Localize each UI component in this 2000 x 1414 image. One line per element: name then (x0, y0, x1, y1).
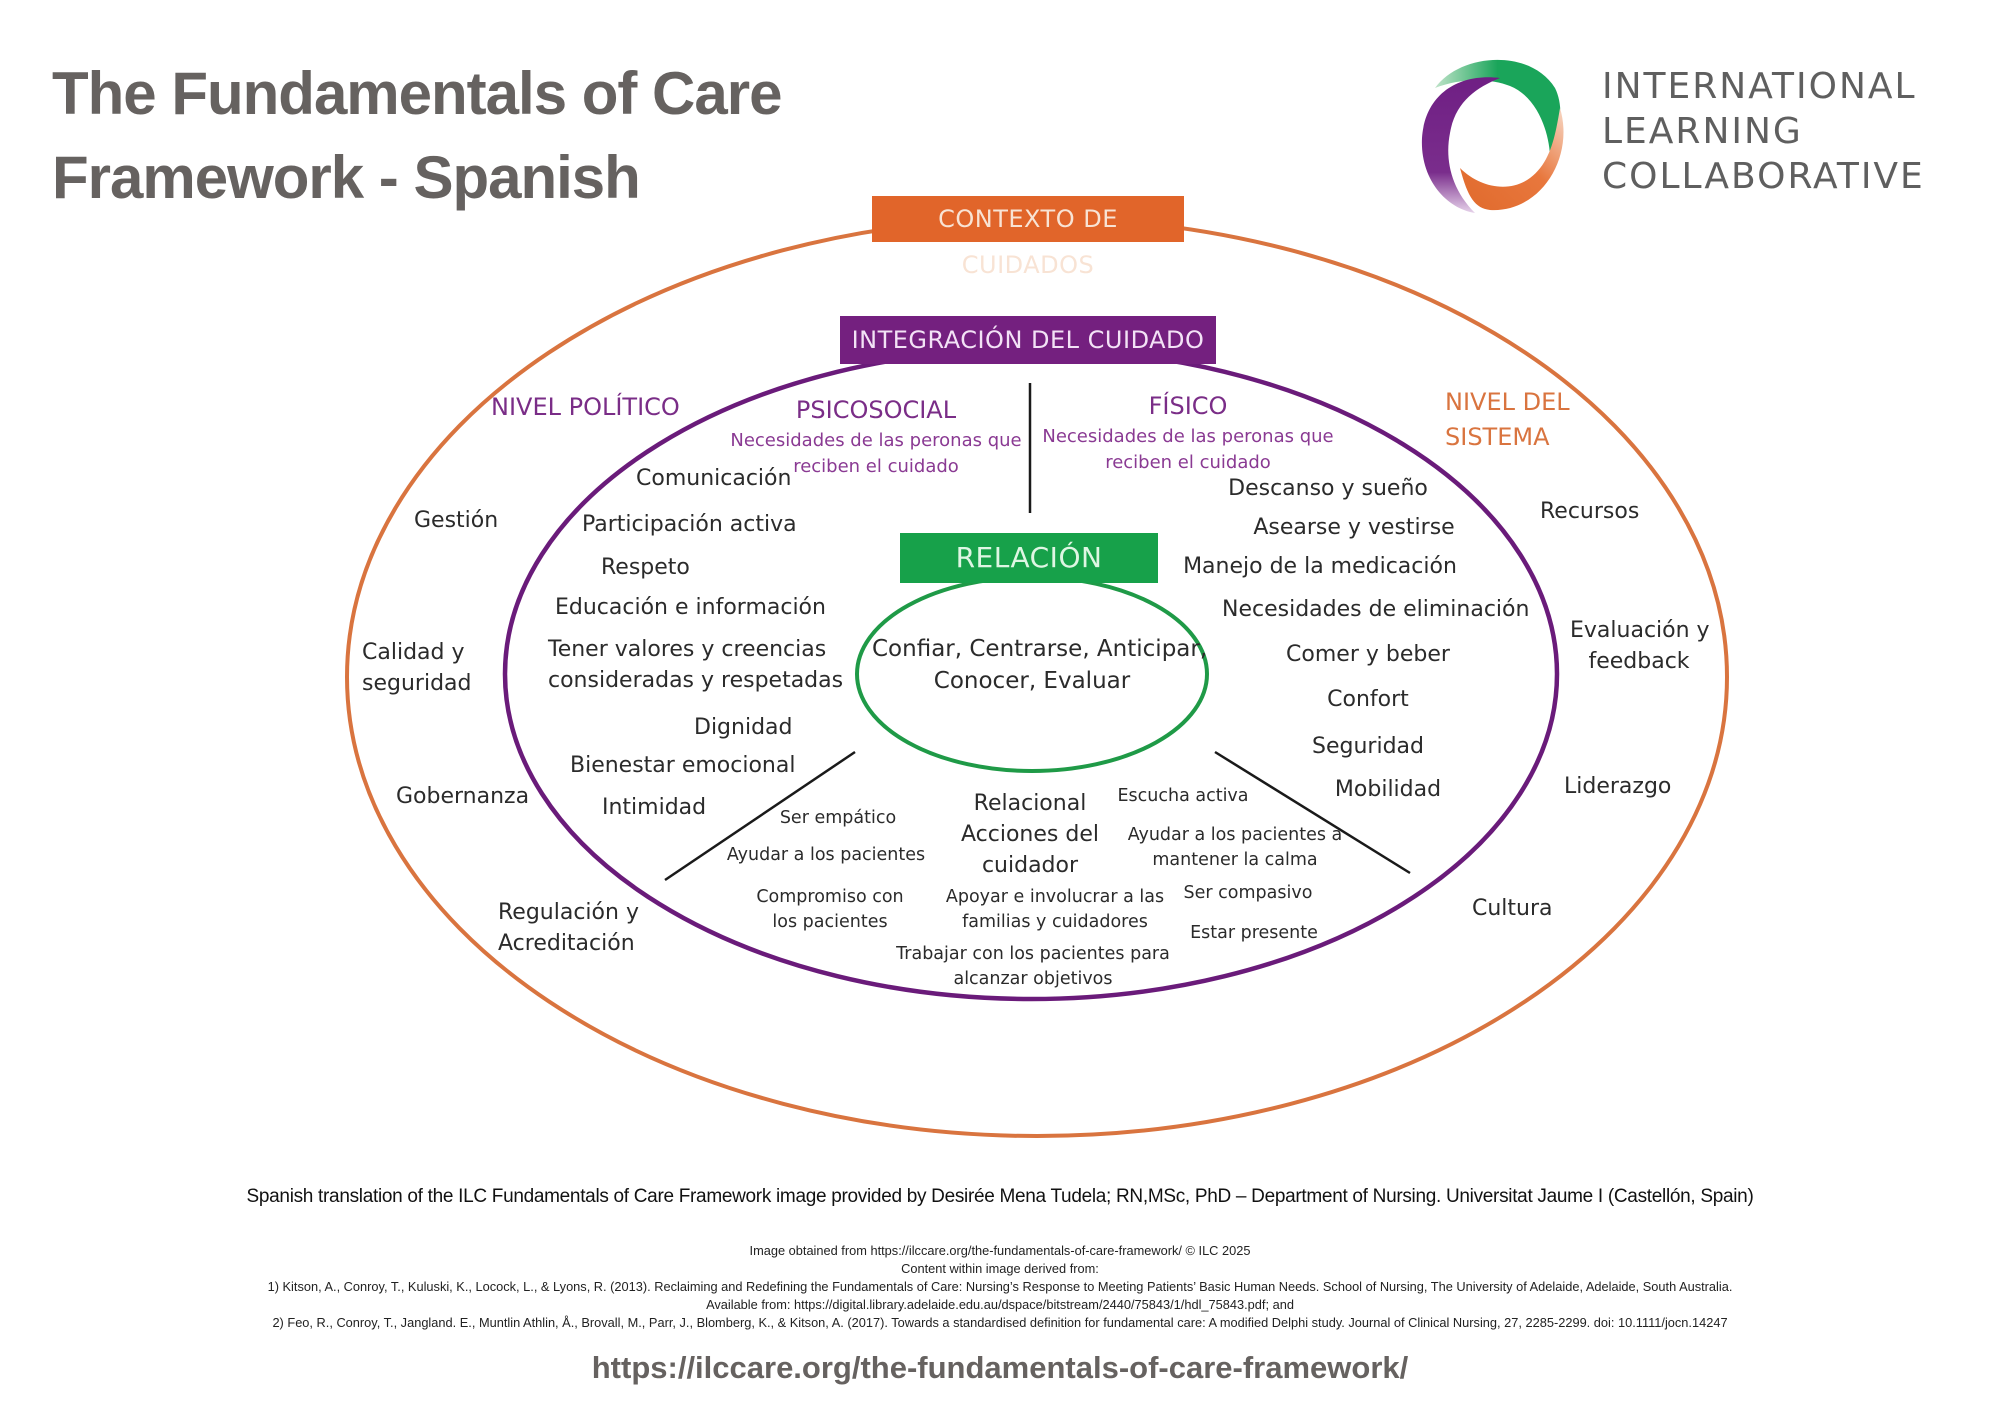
system-level-line-1: NIVEL DEL (1445, 388, 1570, 416)
system-item-line: feedback (1588, 649, 1690, 674)
policy-level-label: NIVEL POLÍTICO (491, 393, 680, 421)
ilc-ring-logo-icon (1421, 59, 1564, 213)
relational-item: Apoyar e involucrar a las familias y cui… (935, 885, 1175, 935)
relational-item-line: los pacientes (772, 912, 888, 932)
reference-line: Available from: https://digital.library.… (706, 1297, 1294, 1312)
psychosocial-subtitle-line: reciben el cuidado (793, 456, 959, 477)
relationship-label: RELACIÓN (900, 533, 1158, 583)
policy-item: Calidad y seguridad (362, 637, 471, 699)
system-item: Recursos (1540, 499, 1640, 524)
physical-subtitle-line: Necesidades de las peronas que (1042, 426, 1334, 447)
relational-item-line: Ayudar a los pacientes a (1127, 825, 1343, 845)
physical-item: Necesidades de eliminación (1222, 597, 1530, 622)
policy-item: Regulación y Acreditación (498, 897, 639, 959)
psychosocial-item: Comunicación (636, 466, 792, 491)
psychosocial-item: Bienestar emocional (570, 753, 796, 778)
physical-item: Seguridad (1312, 734, 1424, 759)
system-item: Evaluación y feedback (1570, 615, 1710, 677)
page-title: The Fundamentals of Care Framework - Spa… (52, 52, 782, 220)
divider-psychosocial-relational (664, 750, 856, 882)
policy-item-line: Regulación y (498, 900, 639, 925)
reference-line: Image obtained from https://ilccare.org/… (749, 1243, 1251, 1258)
relational-subtitle-line: Acciones del (961, 822, 1099, 847)
relational-item: Trabajar con los pacientes para alcanzar… (893, 942, 1173, 992)
physical-item: Confort (1327, 687, 1409, 712)
context-of-care-label: CONTEXTO DE CUIDADOS (872, 196, 1184, 279)
ilc-logo: INTERNATIONAL LEARNING COLLABORATIVE (1400, 48, 1980, 218)
system-item: Cultura (1472, 896, 1553, 921)
relational-item: Ayudar a los pacientes (726, 845, 926, 865)
references: Image obtained from https://ilccare.org/… (0, 1242, 2000, 1332)
psychosocial-item: Participación activa (582, 512, 797, 537)
system-level-label: NIVEL DEL SISTEMA (1445, 385, 1570, 455)
relational-title: Relacional (973, 791, 1087, 816)
logo-line-1: INTERNATIONAL (1602, 66, 1917, 107)
psychosocial-subtitle: Necesidades de las peronas que reciben e… (726, 428, 1026, 480)
psychosocial-title: PSICOSOCIAL (795, 396, 957, 424)
reference-line: Content within image derived from: (901, 1261, 1099, 1276)
relational-subtitle: Acciones del cuidador (930, 819, 1130, 881)
physical-item: Manejo de la medicación (1183, 554, 1457, 579)
integration-of-care-label: INTEGRACIÓN DEL CUIDADO (840, 316, 1216, 364)
policy-item-line: seguridad (362, 671, 472, 696)
relational-item: Ser empático (779, 808, 897, 828)
reference-line: 1) Kitson, A., Conroy, T., Kuluski, K., … (267, 1279, 1733, 1294)
physical-item: Descanso y sueño (1228, 476, 1428, 501)
system-item-line: Evaluación y (1570, 618, 1710, 643)
physical-item: Comer y beber (1286, 642, 1450, 667)
physical-item: Asearse y vestirse (1253, 515, 1455, 540)
policy-item: Gestión (414, 508, 499, 533)
page-title-line-1: The Fundamentals of Care (52, 60, 782, 127)
relationship-text-line-2: Conocer, Evaluar (933, 668, 1131, 694)
relational-item-line: Compromiso con (756, 887, 904, 907)
relational-item-line: alcanzar objetivos (953, 969, 1113, 989)
translation-credit: Spanish translation of the ILC Fundament… (246, 1186, 1754, 1207)
physical-subtitle-line: reciben el cuidado (1105, 452, 1271, 473)
psychosocial-item: Intimidad (602, 795, 707, 820)
physical-subtitle: Necesidades de las peronas que reciben e… (1038, 424, 1338, 476)
page-title-line-2: Framework - Spanish (52, 144, 641, 211)
psychosocial-subtitle-line: Necesidades de las peronas que (730, 430, 1022, 451)
reference-line: 2) Feo, R., Conroy, T., Jangland. E., Mu… (272, 1315, 1728, 1330)
psychosocial-item: Tener valores y creencias consideradas y… (548, 634, 843, 696)
framework-url-link[interactable]: https://ilccare.org/the-fundamentals-of-… (591, 1350, 1409, 1385)
policy-item-line: Calidad y (362, 640, 465, 665)
physical-title: FÍSICO (1148, 392, 1228, 420)
psychosocial-item: Educación e información (555, 595, 826, 620)
logo-wordmark: INTERNATIONAL LEARNING COLLABORATIVE (1602, 64, 1925, 199)
psychosocial-item: Respeto (601, 555, 690, 580)
relational-item: Compromiso con los pacientes (730, 885, 930, 935)
relational-item-line: mantener la calma (1152, 850, 1318, 870)
relational-item: Escucha activa (1117, 786, 1249, 806)
policy-item-line: Acreditación (498, 931, 635, 956)
system-level-line-2: SISTEMA (1445, 423, 1550, 451)
relational-item-line: Apoyar e involucrar a las (945, 887, 1165, 907)
divider-physical-relational (1214, 750, 1411, 875)
relational-item: Ser compasivo (1183, 883, 1313, 903)
relational-item-line: Trabajar con los pacientes para (896, 944, 1170, 964)
relational-item: Ayudar a los pacientes a mantener la cal… (1115, 823, 1355, 873)
system-item: Liderazgo (1564, 774, 1672, 799)
physical-item: Mobilidad (1334, 777, 1442, 802)
relational-subtitle-line: cuidador (981, 853, 1079, 878)
logo-line-2: LEARNING (1602, 111, 1803, 152)
psychosocial-item: Dignidad (694, 715, 793, 740)
logo-line-3: COLLABORATIVE (1602, 156, 1925, 197)
relational-item: Estar presente (1190, 923, 1318, 943)
relationship-text: Confiar, Centrarse, Anticipar, Conocer, … (872, 633, 1208, 697)
relational-item-line: familias y cuidadores (962, 912, 1148, 932)
psychosocial-item-line: consideradas y respetadas (548, 668, 844, 693)
relationship-text-line-1: Confiar, Centrarse, Anticipar, (872, 636, 1208, 662)
psychosocial-item-line: Tener valores y creencias (548, 637, 827, 662)
policy-item: Gobernanza (396, 784, 530, 809)
